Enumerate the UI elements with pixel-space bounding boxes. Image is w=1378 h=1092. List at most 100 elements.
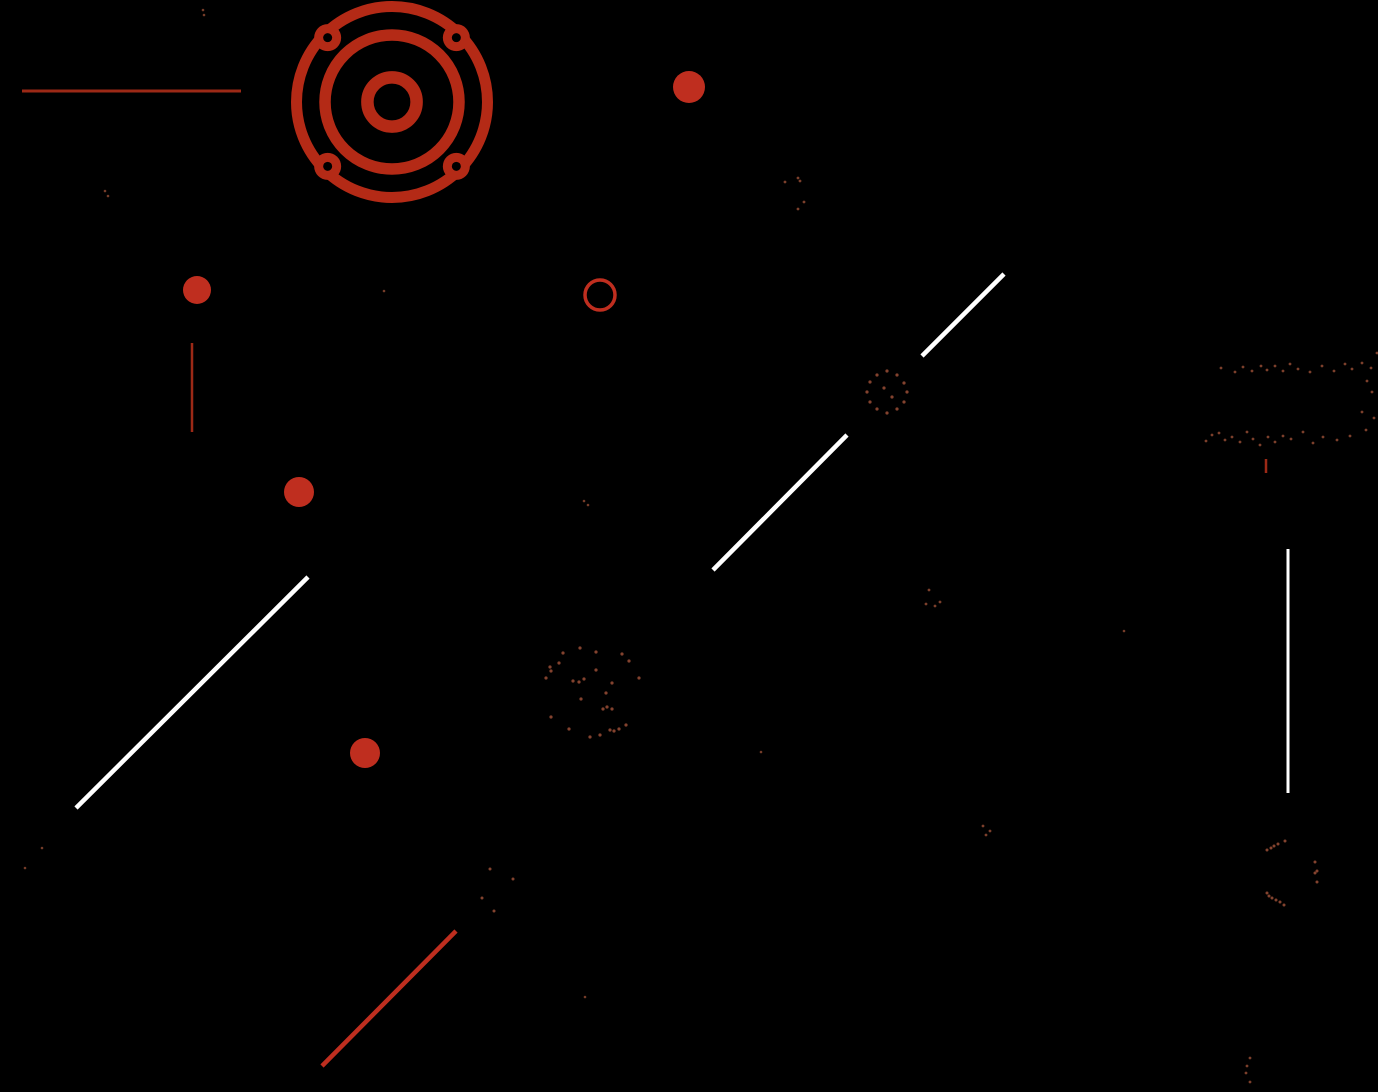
red-dot-top-center <box>673 71 705 103</box>
speaker-icon-screw-hole <box>323 33 333 43</box>
speck-band-upper-right-top-speck <box>1320 364 1324 368</box>
dotted-circle-on-line-speck <box>875 407 879 411</box>
speck-cluster-top-mid-speck <box>798 179 802 183</box>
speck-band-upper-right-top-speck <box>1365 379 1369 383</box>
dotted-circle-on-line-speck <box>890 395 894 399</box>
spray-circle-speck <box>617 727 621 731</box>
dotted-circle-on-line-speck <box>902 381 906 385</box>
spray-circle-speck <box>549 669 553 673</box>
spray-circle-speck <box>605 705 609 709</box>
dotted-triangle-right-speck <box>1278 900 1282 904</box>
spray-circle-speck <box>624 723 628 727</box>
speaker-icon-outer-ring <box>291 1 493 203</box>
speck-band-upper-right-top-speck <box>1296 367 1300 371</box>
speck-band-upper-right-top-speck <box>1273 364 1277 368</box>
dotted-circle-on-line-speck <box>885 411 889 415</box>
spray-circle-speck <box>604 691 608 695</box>
scattered-specks-speck <box>1122 629 1126 633</box>
scattered-specks-speck <box>106 194 110 198</box>
spray-circle-speck <box>588 735 592 739</box>
spray-circle-speck <box>557 661 561 665</box>
speck-band-upper-right-top-speck <box>1343 362 1347 366</box>
speck-band-upper-right-top-speck <box>1360 361 1364 365</box>
speck-band-upper-right-top-speck <box>1288 362 1292 366</box>
speck-band-upper-right-bottom-speck <box>1217 431 1221 435</box>
speck-band-upper-right-top-speck <box>1332 369 1336 373</box>
speck-band-upper-right-bottom-speck <box>1223 438 1227 442</box>
dotted-vline-bottom-right-speck <box>1245 1064 1249 1068</box>
spray-circle-speck <box>610 707 614 711</box>
spray-circle-speck <box>561 651 565 655</box>
speaker-icon-screw-hole <box>323 161 333 171</box>
spray-circle-speck <box>578 646 582 650</box>
dotted-triangle-right-speck <box>1283 839 1287 843</box>
speck-band-upper-right-bottom-speck <box>1301 430 1305 434</box>
speck-band-upper-right-top-speck <box>1259 364 1263 368</box>
speaker-icon-middle-ring <box>319 29 465 175</box>
spray-circle-speck <box>594 668 598 672</box>
speck-cluster-bottom-mid-speck <box>988 829 992 833</box>
scattered-specks-speck <box>583 995 587 999</box>
speck-cluster-top-mid-speck <box>796 207 800 211</box>
spray-circle-speck <box>567 727 571 731</box>
speck-band-upper-right-top-speck <box>1233 370 1237 374</box>
speck-band-upper-right-top-speck <box>1219 366 1223 370</box>
speck-band-upper-right-top-speck <box>1360 410 1364 414</box>
spray-circle-speck <box>598 733 602 737</box>
speck-cluster-bottom-mid-speck <box>984 833 988 837</box>
speck-band-upper-right-top-speck <box>1364 428 1368 432</box>
dotted-triangle-right-speck <box>1282 903 1286 907</box>
scattered-specks-speck <box>382 289 386 293</box>
spray-circle-speck <box>608 728 612 732</box>
open-red-circle <box>583 278 617 312</box>
red-diagonal-bottom <box>320 929 458 1068</box>
speck-band-upper-right-bottom-speck <box>1204 439 1208 443</box>
dotted-triangle-right-speck <box>1315 869 1319 873</box>
dotted-circle-on-line-speck <box>882 386 886 390</box>
dotted-circle-on-line-speck <box>875 373 879 377</box>
speck-cluster-top-mid-speck <box>783 180 787 184</box>
dotted-triangle-right-speck <box>1276 842 1280 846</box>
speck-cluster-mid-right-speck <box>924 602 928 606</box>
dotted-circle-on-line-speck <box>885 369 889 373</box>
speaker-icon-screw-hole <box>451 161 461 171</box>
dotted-triangle-right-speck <box>1267 894 1271 898</box>
dotted-triangle-right-speck <box>1272 844 1276 848</box>
spray-circle-speck <box>637 676 641 680</box>
scattered-specks-speck <box>586 503 590 507</box>
scattered-specks-speck <box>759 750 763 754</box>
dotted-triangle-right-speck <box>1270 896 1274 900</box>
dotted-circle-on-line-speck <box>902 400 906 404</box>
dotted-vline-bottom-right-speck <box>1248 1056 1252 1060</box>
speck-band-upper-right-bottom-speck <box>1251 437 1255 441</box>
speck-band-upper-right-bottom-speck <box>1238 440 1242 444</box>
dotted-triangle-left-speck <box>488 867 492 871</box>
speck-band-upper-right-bottom-speck <box>1245 430 1249 434</box>
dotted-triangle-right-speck <box>1315 880 1319 884</box>
scattered-specks-speck <box>103 189 107 193</box>
spray-circle-speck <box>544 676 548 680</box>
speck-band-upper-right-bottom-speck <box>1210 433 1214 437</box>
scattered-specks-speck <box>201 8 205 12</box>
spray-circle-speck <box>627 659 631 663</box>
speck-band-upper-right-top-speck <box>1350 367 1354 371</box>
scattered-specks-speck <box>202 13 206 17</box>
speck-band-upper-right-top-speck <box>1265 368 1269 372</box>
dotted-triangle-right-speck <box>1274 898 1278 902</box>
speck-band-upper-right-bottom-speck <box>1335 438 1339 442</box>
speck-band-upper-right-top-speck <box>1281 369 1285 373</box>
spray-circle-speck <box>548 665 552 669</box>
speck-cluster-bottom-mid-speck <box>981 824 985 828</box>
speck-cluster-mid-right-speck <box>938 600 942 604</box>
speck-cluster-top-mid-speck <box>796 176 800 180</box>
spray-circle-speck <box>582 677 586 681</box>
dotted-circle-on-line-speck <box>895 407 899 411</box>
red-dot-mid-left <box>284 477 314 507</box>
speck-band-upper-right-top-speck <box>1308 370 1312 374</box>
red-dot-upper-left <box>183 276 211 304</box>
speck-band-upper-right-bottom-speck <box>1348 434 1352 438</box>
speck-cluster-mid-right-speck <box>933 604 937 608</box>
dotted-triangle-right-speck <box>1269 846 1273 850</box>
speck-cluster-top-mid-speck <box>802 200 806 204</box>
speck-cluster-mid-right-speck <box>927 588 931 592</box>
